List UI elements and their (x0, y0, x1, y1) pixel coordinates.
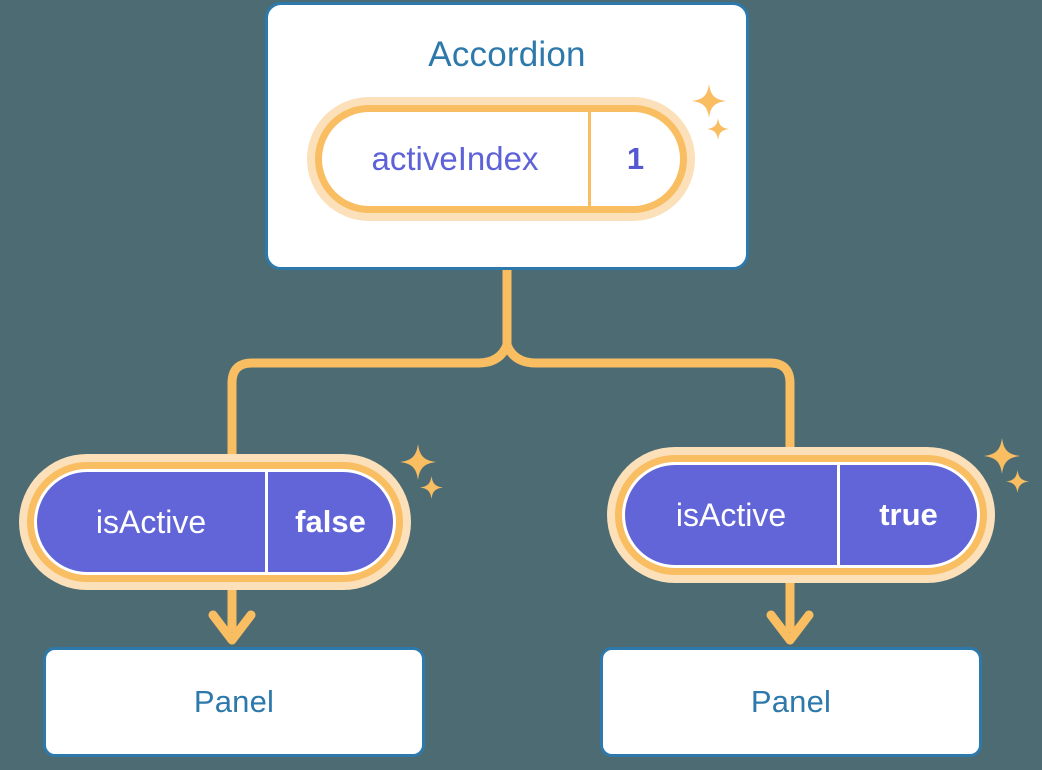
sparkle-icon (1006, 470, 1029, 493)
state-pill-key: isActive (95, 503, 207, 540)
sparkle-icon (420, 476, 443, 499)
accordion-title: Accordion (428, 35, 586, 74)
state-pill-isactive-false[interactable]: isActive false (19, 454, 411, 590)
connector-arrow-left-head (208, 610, 256, 645)
panel-title: Panel (750, 684, 832, 719)
state-pill-activeindex[interactable]: activeIndex 1 (307, 97, 695, 221)
state-pill-body: isActive true (622, 462, 980, 568)
sparkle-icon (692, 84, 726, 118)
state-pill-ring: activeIndex 1 (315, 105, 687, 213)
state-pill-value: true (837, 465, 977, 565)
sparkle-icon (707, 118, 729, 140)
panel-component-card-right[interactable]: Panel (600, 647, 982, 757)
panel-component-card-left[interactable]: Panel (43, 647, 425, 757)
state-pill-body: isActive false (34, 469, 396, 575)
panel-title: Panel (193, 684, 275, 719)
state-pill-value: 1 (588, 112, 680, 206)
state-pill-ring: isActive true (615, 455, 987, 575)
state-pill-body: activeIndex 1 (322, 112, 680, 206)
connector-fork (227, 340, 795, 565)
connector-arrow-right-head (766, 610, 814, 645)
sparkle-icon (400, 444, 436, 480)
state-pill-key: activeIndex (371, 140, 539, 177)
state-pill-key: isActive (675, 496, 787, 533)
state-pill-ring: isActive false (27, 462, 403, 582)
state-pill-value: false (265, 472, 393, 572)
sparkle-icon (984, 438, 1020, 474)
state-pill-isactive-true[interactable]: isActive true (607, 447, 995, 583)
